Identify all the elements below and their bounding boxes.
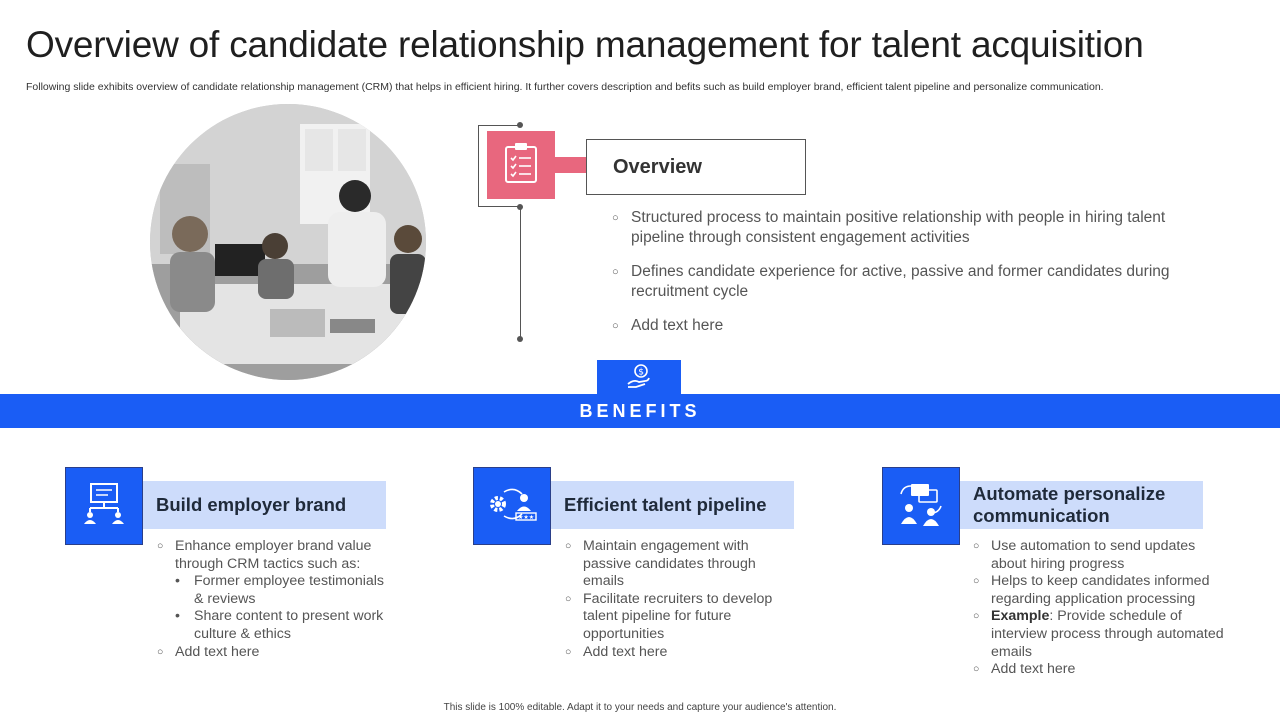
chat-people-icon xyxy=(897,482,945,531)
sub-list-item: Former employee testimonials & reviews xyxy=(175,573,397,608)
benefit-heading: Automate personalize communication xyxy=(960,481,1203,529)
benefit-points: Use automation to send updates about hir… xyxy=(973,538,1228,679)
example-label: Example xyxy=(991,608,1050,625)
list-item: Add text here xyxy=(973,661,1228,679)
overview-connector-frame xyxy=(478,125,522,207)
benefit-icon-box xyxy=(65,467,143,545)
connector-dot xyxy=(517,204,523,210)
benefit-heading: Build employer brand xyxy=(143,481,386,529)
team-meeting-photo xyxy=(150,104,426,380)
slide-footer: This slide is 100% editable. Adapt it to… xyxy=(443,702,837,713)
list-item-text: Enhance employer brand value through CRM… xyxy=(175,538,372,572)
benefit-points: Enhance employer brand value through CRM… xyxy=(157,538,397,661)
slide-title: Overview of candidate relationship manag… xyxy=(26,24,1144,65)
overview-connector-line xyxy=(520,207,521,339)
overview-heading: Overview xyxy=(586,139,806,195)
benefit-icon-box: ★★★ xyxy=(473,467,551,545)
benefits-banner: BENEFITS xyxy=(0,394,1280,428)
hand-money-icon: $ xyxy=(625,362,653,395)
connector-dot xyxy=(517,122,523,128)
presentation-team-icon xyxy=(82,482,126,531)
benefit-points: Maintain engagement with passive candida… xyxy=(565,538,795,661)
slide-subtitle: Following slide exhibits overview of can… xyxy=(26,81,1104,93)
connector-dot xyxy=(517,336,523,342)
list-item: Helps to keep candidates informed regard… xyxy=(973,573,1228,608)
list-item: Example: Provide schedule of interview p… xyxy=(973,608,1228,661)
overview-accent-bar xyxy=(555,157,587,173)
sub-list: Former employee testimonials & reviews S… xyxy=(175,573,397,643)
list-item: Enhance employer brand value through CRM… xyxy=(157,538,397,644)
benefits-icon-tab: $ xyxy=(597,360,681,396)
list-item: Maintain engagement with passive candida… xyxy=(565,538,795,591)
list-item: Add text here xyxy=(612,316,1202,336)
example-text: : Provide schedule of interview process … xyxy=(991,608,1224,660)
list-item: Add text here xyxy=(565,644,795,662)
clipboard-checklist-icon xyxy=(504,142,538,189)
list-item: Facilitate recruiters to develop talent … xyxy=(565,591,795,644)
overview-icon-box xyxy=(487,131,555,199)
svg-text:$: $ xyxy=(638,367,644,377)
list-item: Use automation to send updates about hir… xyxy=(973,538,1228,573)
benefit-heading: Efficient talent pipeline xyxy=(551,481,794,529)
benefit-icon-box xyxy=(882,467,960,545)
list-item: Defines candidate experience for active,… xyxy=(612,262,1202,301)
list-item: Add text here xyxy=(157,644,397,662)
overview-points: Structured process to maintain positive … xyxy=(612,208,1202,351)
list-item: Structured process to maintain positive … xyxy=(612,208,1202,247)
sub-list-item: Share content to present work culture & … xyxy=(175,608,397,643)
gear-candidate-cycle-icon: ★★★ xyxy=(486,484,538,529)
svg-text:★★★: ★★★ xyxy=(518,514,534,521)
